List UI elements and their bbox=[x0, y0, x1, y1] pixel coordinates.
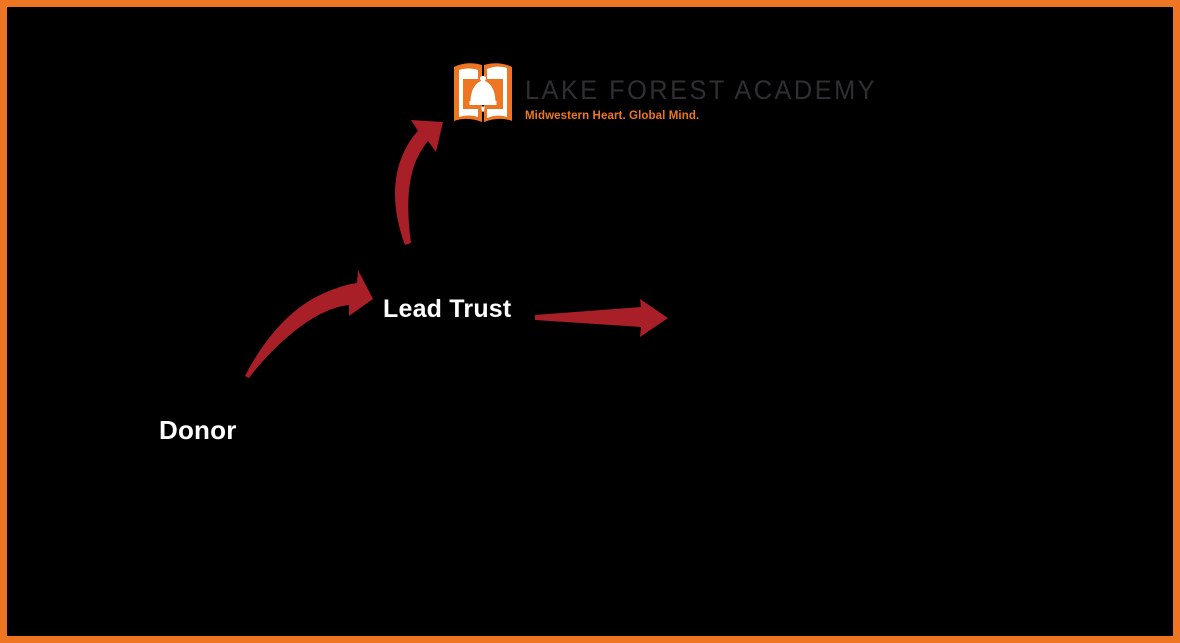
logo-text-block: LAKE FOREST ACADEMY Midwestern Heart. Gl… bbox=[525, 60, 900, 123]
arrow-lead-trust-right-shape bbox=[535, 299, 668, 337]
arrow-lead-trust-right bbox=[535, 299, 668, 337]
arrow-lead-trust-to-academy-shape bbox=[395, 120, 443, 245]
lake-forest-academy-logo: LAKE FOREST ACADEMY Midwestern Heart. Gl… bbox=[452, 60, 900, 126]
node-label-donor: Donor bbox=[159, 415, 237, 445]
book-bell-logo-icon bbox=[454, 63, 512, 122]
arrow-donor-to-lead-trust bbox=[245, 270, 373, 378]
arrow-lead-trust-to-academy bbox=[395, 120, 443, 245]
node-label-lead-trust: Lead Trust bbox=[383, 295, 512, 323]
arrow-layer bbox=[245, 120, 668, 378]
logo-wordmark: LAKE FOREST ACADEMY bbox=[525, 75, 878, 105]
logo-tagline: Midwestern Heart. Global Mind. bbox=[525, 110, 700, 122]
arrow-donor-to-lead-trust-shape bbox=[245, 270, 373, 378]
